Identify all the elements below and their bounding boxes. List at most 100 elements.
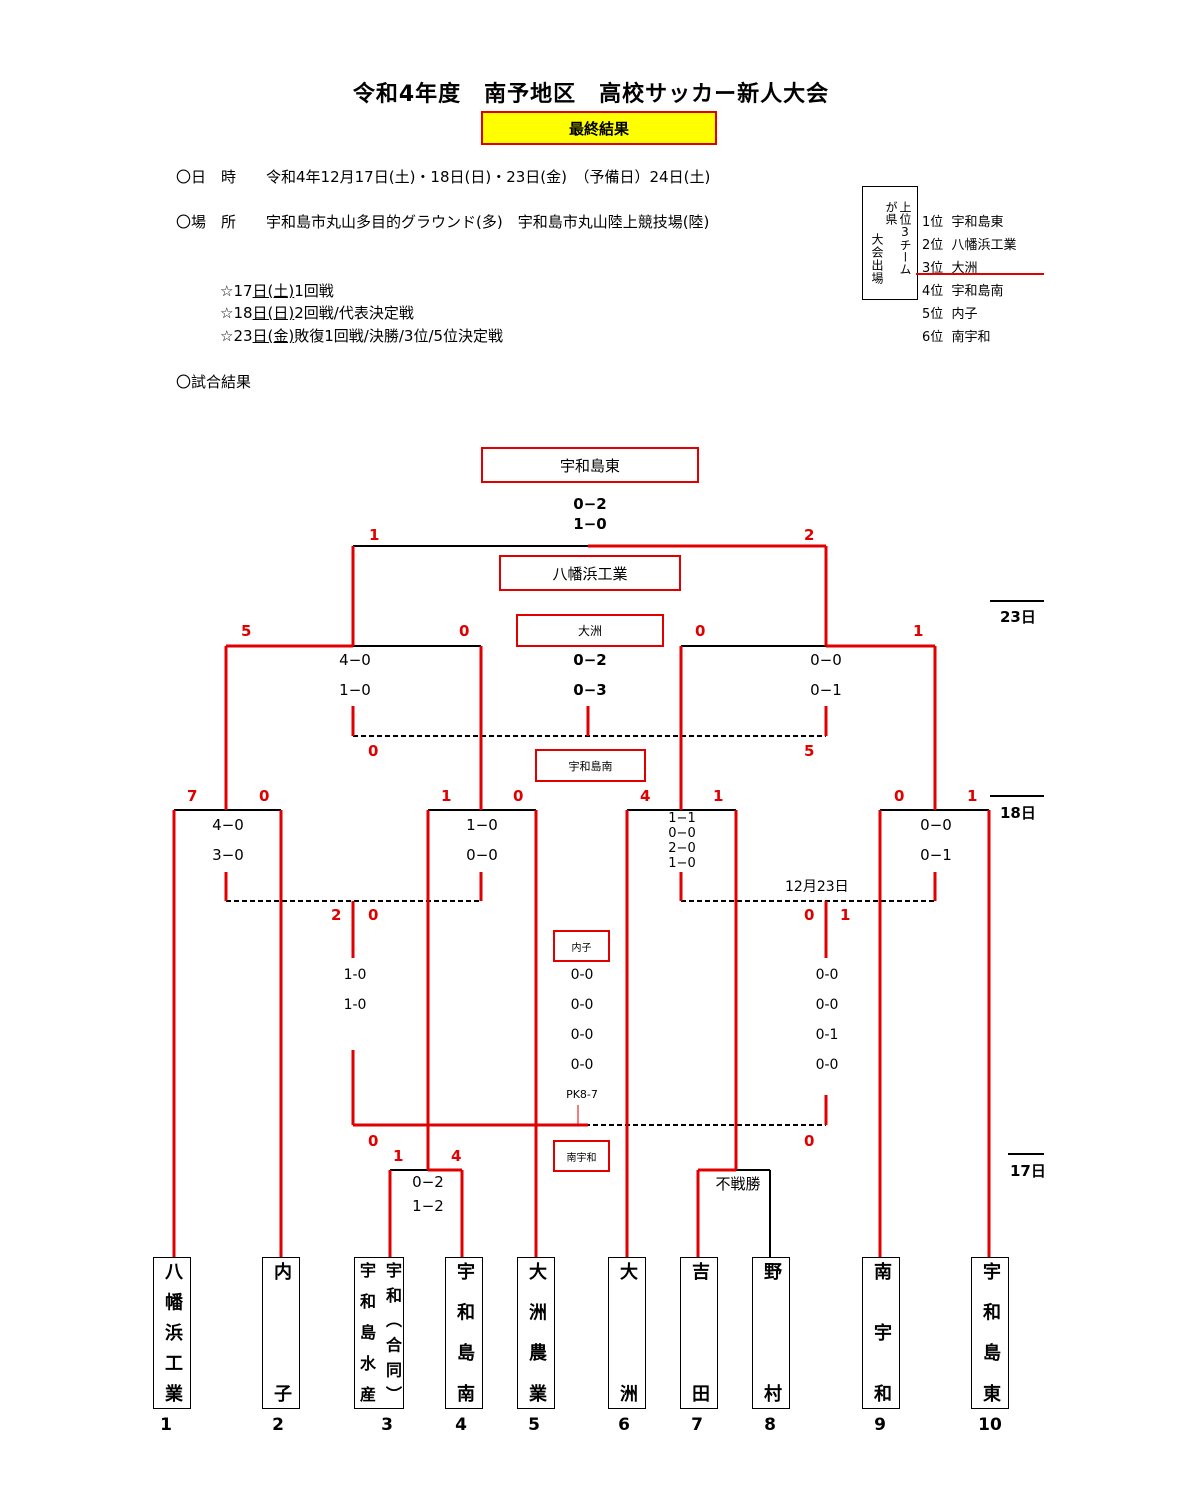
team-box: 宇和島東 bbox=[971, 1257, 1009, 1409]
rep-left-score: 1-0 bbox=[343, 967, 367, 983]
ranking-row: 2位 八幡浜工業 bbox=[922, 238, 1017, 253]
sixth-place-box: 南宇和 bbox=[553, 1140, 610, 1172]
fifth-place-score: 0-0 bbox=[570, 967, 594, 983]
day-label-18: 18日 bbox=[1000, 804, 1036, 822]
r2-score: 2−0 bbox=[668, 841, 696, 856]
goal-count: 4 bbox=[640, 787, 651, 805]
seed-number: 5 bbox=[528, 1415, 540, 1435]
r2-score: 1−1 bbox=[668, 811, 696, 826]
schedule-day-23: ☆23日(金)敗復1回戦/決勝/3位/5位決定戦 bbox=[220, 327, 504, 345]
goal-count: 5 bbox=[804, 742, 815, 760]
rep-right-score: 0-0 bbox=[815, 967, 839, 983]
goal-count: 0 bbox=[804, 906, 815, 924]
goal-count: 0 bbox=[894, 787, 905, 805]
seed-number: 10 bbox=[978, 1415, 1002, 1435]
second-place-box: 八幡浜工業 bbox=[499, 555, 681, 591]
final-result-label: 最終結果 bbox=[568, 119, 629, 138]
goal-count: 1 bbox=[393, 1147, 404, 1165]
bracket-winner-lines bbox=[172, 544, 991, 1257]
seed-number: 9 bbox=[874, 1415, 886, 1435]
goal-count: 1 bbox=[369, 526, 380, 544]
goal-count: 1 bbox=[713, 787, 724, 805]
ranking-note-col1: 大会出場 bbox=[870, 233, 884, 285]
seed-number: 4 bbox=[455, 1415, 467, 1435]
r2-score: 3−0 bbox=[212, 846, 244, 864]
sf-right-score: 0−1 bbox=[810, 681, 842, 699]
goal-count: 1 bbox=[913, 622, 924, 640]
walkover-label: 不戦勝 bbox=[715, 1175, 761, 1193]
ranking-row: 6位 南宇和 bbox=[922, 330, 991, 345]
team-box: 吉田 bbox=[680, 1257, 718, 1409]
schedule-day-18: ☆18日(日)2回戦/代表決定戦 bbox=[220, 304, 414, 322]
goal-count: 7 bbox=[187, 787, 198, 805]
rep-right-score: 0-1 bbox=[815, 1027, 839, 1043]
team-box: 内子 bbox=[262, 1257, 300, 1409]
sf-left-score: 4−0 bbox=[339, 651, 371, 669]
final-score: 0−2 bbox=[573, 495, 607, 513]
r2-score: 1−0 bbox=[668, 856, 696, 871]
rep-right-score: 0-0 bbox=[815, 1057, 839, 1073]
sf-left-score: 1−0 bbox=[339, 681, 371, 699]
goal-count: 1 bbox=[441, 787, 452, 805]
fourth-place-box: 宇和島南 bbox=[535, 749, 646, 782]
third-place-box: 大洲 bbox=[516, 614, 664, 647]
date-value: 令和4年12月17日(土)・18日(日)・23日(金) （予備日）24日(土) bbox=[266, 168, 711, 186]
fifth-place-score: 0-0 bbox=[570, 997, 594, 1013]
team-box: 宇和島水産 宇和（合同） bbox=[354, 1257, 404, 1409]
goal-count: 2 bbox=[804, 526, 815, 544]
seed-number: 2 bbox=[272, 1415, 284, 1435]
date-label: 〇日 時 bbox=[176, 168, 237, 186]
r2-score: 0−0 bbox=[668, 826, 696, 841]
goal-count: 1 bbox=[840, 906, 851, 924]
ranking-row: 3位 大洲 bbox=[922, 261, 978, 276]
ranking-row: 1位 宇和島東 bbox=[922, 215, 1004, 230]
r2-score: 4−0 bbox=[212, 816, 244, 834]
goal-count: 0 bbox=[259, 787, 270, 805]
ranking-note-col3: 上位3チーム bbox=[898, 201, 912, 275]
team-box: 大洲 bbox=[608, 1257, 646, 1409]
ranking-row: 5位 内子 bbox=[922, 307, 978, 322]
r2-score: 0−1 bbox=[920, 846, 952, 864]
results-label: 〇試合結果 bbox=[176, 373, 252, 391]
goal-count: 0 bbox=[804, 1132, 815, 1150]
goal-count: 2 bbox=[331, 906, 342, 924]
team-box: 大洲農業 bbox=[517, 1257, 555, 1409]
goal-count: 0 bbox=[368, 906, 379, 924]
sf-right-score: 0−0 bbox=[810, 651, 842, 669]
goal-count: 5 bbox=[241, 622, 252, 640]
final-result-banner: 最終結果 bbox=[481, 111, 717, 145]
goal-count: 0 bbox=[368, 1132, 379, 1150]
page-title: 令和4年度 南予地区 高校サッカー新人大会 bbox=[352, 82, 830, 107]
team-box: 宇和島南 bbox=[445, 1257, 483, 1409]
goal-count: 0 bbox=[513, 787, 524, 805]
third-place-score: 0−3 bbox=[573, 681, 607, 699]
final-score: 1−0 bbox=[573, 515, 607, 533]
r1-score: 1−2 bbox=[412, 1197, 444, 1215]
goal-count: 0 bbox=[459, 622, 470, 640]
fifth-place-score: 0-0 bbox=[570, 1057, 594, 1073]
r2-score: 1−0 bbox=[466, 816, 498, 834]
team-box: 八幡浜工業 bbox=[153, 1257, 191, 1409]
goal-count: 0 bbox=[368, 742, 379, 760]
r2-score: 0−0 bbox=[920, 816, 952, 834]
seed-number: 8 bbox=[764, 1415, 776, 1435]
fifth-place-pk: PK8-7 bbox=[566, 1088, 598, 1101]
date-note-1223: 12月23日 bbox=[785, 879, 849, 895]
seed-number: 3 bbox=[381, 1415, 393, 1435]
rep-right-score: 0-0 bbox=[815, 997, 839, 1013]
fifth-place-box: 内子 bbox=[553, 930, 610, 962]
venue-label: 〇場 所 bbox=[176, 213, 237, 231]
r2-score: 0−0 bbox=[466, 846, 498, 864]
schedule-day-17: ☆17日(土)1回戦 bbox=[220, 282, 334, 300]
seed-number: 7 bbox=[691, 1415, 703, 1435]
day-label-23: 23日 bbox=[1000, 608, 1036, 626]
fifth-place-score: 0-0 bbox=[570, 1027, 594, 1043]
venue-value: 宇和島市丸山多目的グラウンド(多) 宇和島市丸山陸上競技場(陸) bbox=[266, 213, 710, 231]
champion-box: 宇和島東 bbox=[481, 447, 699, 483]
team-box: 野村 bbox=[752, 1257, 790, 1409]
goal-count: 4 bbox=[451, 1147, 462, 1165]
team-box: 南宇和 bbox=[862, 1257, 900, 1409]
ranking-row: 4位 宇和島南 bbox=[922, 284, 1004, 299]
r1-score: 0−2 bbox=[412, 1173, 444, 1191]
